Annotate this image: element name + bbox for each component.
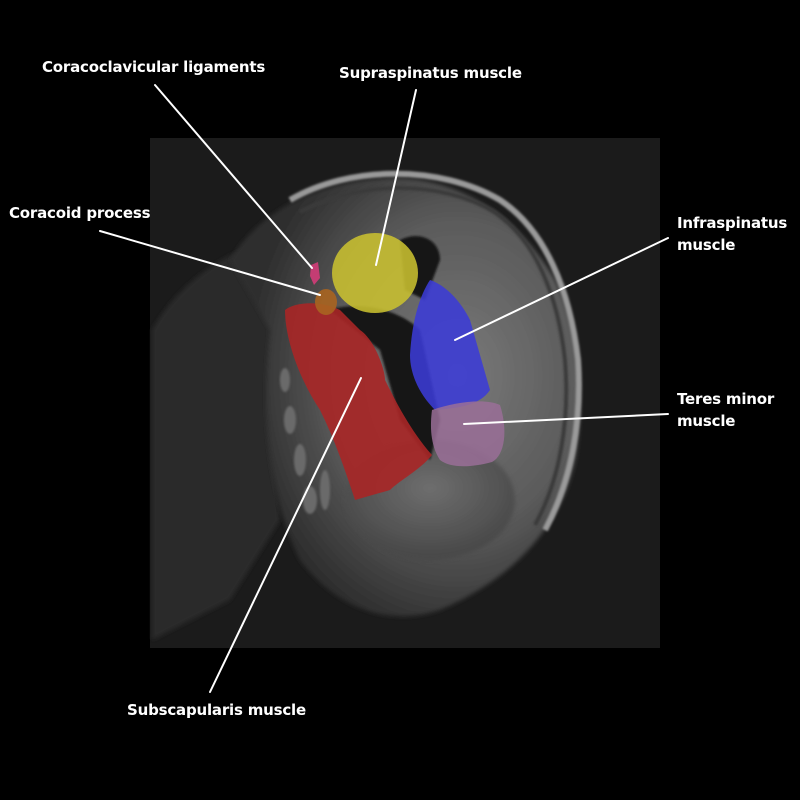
label-teres-minor-muscle: Teres minor muscle (677, 388, 774, 432)
label-infraspinatus-line1: Infraspinatus (677, 214, 788, 232)
leader-supraspinatus (375, 89, 417, 266)
leader-coracoid (99, 230, 321, 296)
coracoid-region (315, 289, 337, 315)
teres-minor-region (430, 401, 505, 467)
fat-layer (299, 186, 569, 526)
infraspinatus-region (410, 280, 490, 410)
leader-lines (99, 84, 669, 693)
label-infraspinatus-muscle: Infraspinatus muscle (677, 212, 787, 256)
label-teres-line1: Teres minor (677, 390, 775, 408)
leader-teres-minor (463, 413, 669, 425)
label-subscapularis-muscle: Subscapularis muscle (127, 701, 306, 719)
subscapularis-region (285, 303, 432, 500)
supraspinatus-region (332, 233, 418, 313)
ribs (280, 368, 330, 514)
leader-coracoclavicular (154, 84, 313, 269)
label-coracoid-process: Coracoid process (9, 204, 151, 222)
label-teres-line2: muscle (677, 412, 736, 430)
label-coracoclavicular-ligaments: Coracoclavicular ligaments (42, 58, 266, 76)
label-supraspinatus-muscle: Supraspinatus muscle (339, 64, 522, 82)
leader-subscapularis (209, 377, 362, 693)
skin-rim (288, 170, 582, 532)
soft-tissue (152, 240, 300, 640)
label-infraspinatus-line2: muscle (677, 236, 736, 254)
leader-infraspinatus (454, 237, 669, 341)
